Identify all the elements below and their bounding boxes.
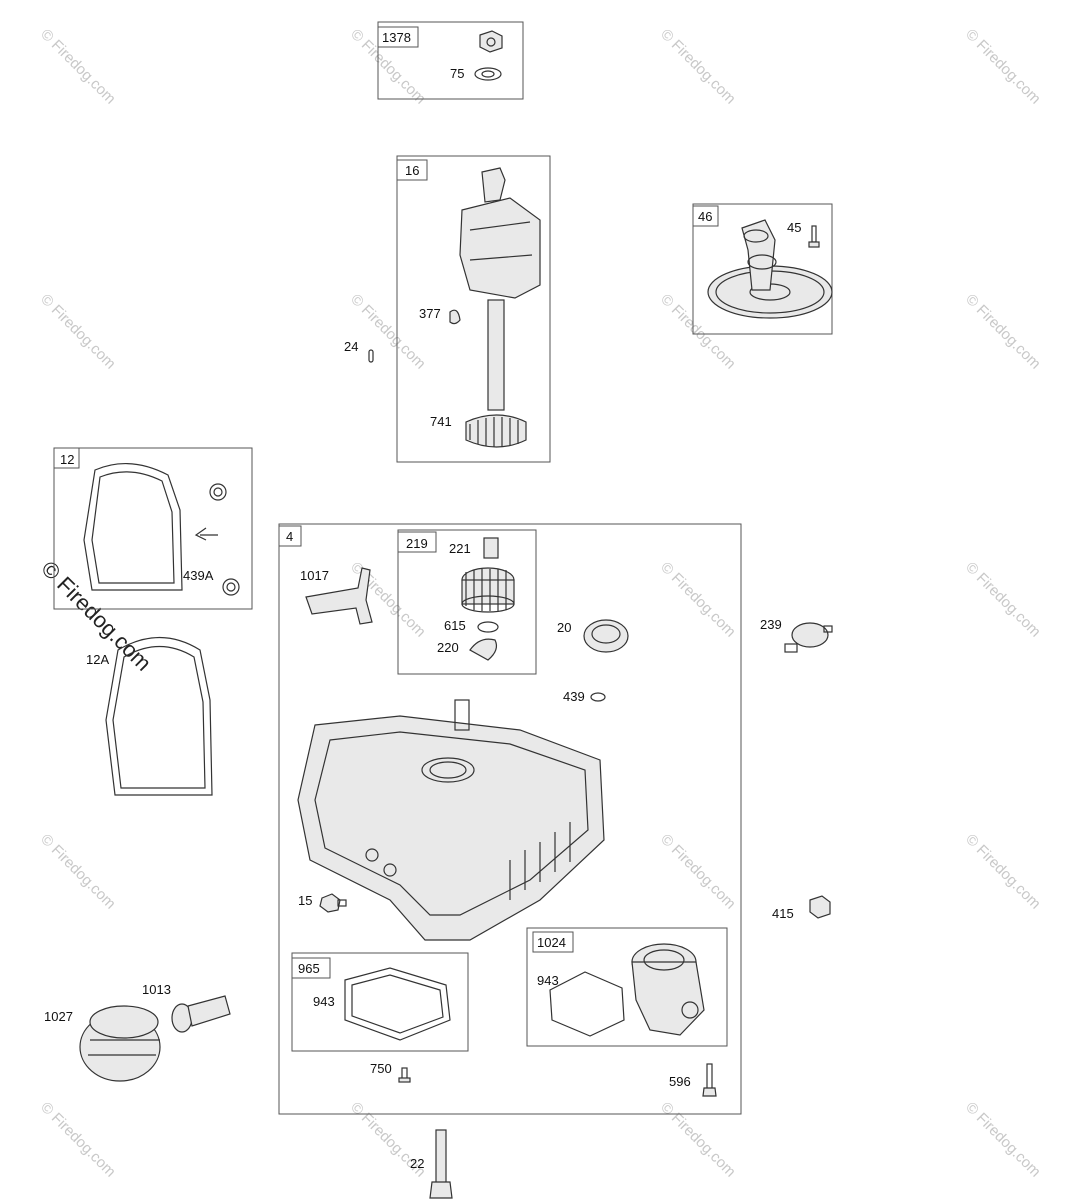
- part-label[interactable]: 75: [450, 66, 464, 81]
- watermark: © Firedog.com: [657, 1099, 739, 1181]
- watermark: © Firedog.com: [657, 559, 739, 641]
- watermark: © Firedog.com: [657, 831, 739, 913]
- group-965[interactable]: 965 943: [291, 952, 469, 1052]
- watermark: © Firedog.com: [962, 291, 1044, 373]
- watermark: © Firedog.com: [37, 26, 119, 108]
- group-1378[interactable]: 1378 75: [377, 21, 524, 100]
- oil-filter-icon: [79, 1005, 161, 1082]
- part-label[interactable]: 221: [449, 541, 471, 556]
- part-label[interactable]: 750: [370, 1061, 392, 1076]
- group-16[interactable]: 16 377 741: [396, 155, 551, 463]
- group-label: 219: [406, 536, 428, 551]
- watermark: © Firedog.com: [962, 831, 1044, 913]
- seal-icon: [209, 483, 227, 501]
- group-label: 12: [60, 452, 74, 467]
- part-label[interactable]: 415: [772, 906, 794, 921]
- group-label: 46: [698, 209, 712, 224]
- governor-gear-icon: [461, 567, 515, 613]
- part-24[interactable]: 24: [344, 339, 374, 363]
- part-239[interactable]: 239: [760, 617, 833, 653]
- part-label[interactable]: 15: [298, 893, 312, 908]
- camshaft-gear-icon: [707, 219, 833, 319]
- group-219[interactable]: 219 221 615 220: [397, 529, 537, 675]
- bracket-icon: [305, 567, 373, 625]
- part-1027[interactable]: 1027: [44, 1005, 161, 1082]
- bolt-icon: [808, 225, 820, 248]
- pin-icon: [368, 349, 374, 363]
- part-22[interactable]: 22: [410, 1129, 453, 1199]
- shaft-icon: [483, 537, 499, 559]
- watermark: © Firedog.com: [37, 831, 119, 913]
- seal-icon: [590, 692, 606, 702]
- gasket-icon: [83, 462, 183, 591]
- group-label: 965: [298, 961, 320, 976]
- gasket-icon: [105, 636, 213, 796]
- watermark: © Firedog.com: [962, 559, 1044, 641]
- group-4[interactable]: 4 1017 219 221 615 220 20 439: [278, 523, 742, 1115]
- part-415[interactable]: 415: [772, 895, 831, 921]
- group-12[interactable]: 12 439A: [53, 447, 253, 610]
- part-1013[interactable]: 1013: [142, 982, 231, 1033]
- part-label[interactable]: 22: [410, 1156, 424, 1171]
- crankshaft-icon: [459, 167, 541, 448]
- part-label[interactable]: 615: [444, 618, 466, 633]
- part-12A[interactable]: 12A: [86, 636, 213, 796]
- part-label[interactable]: 943: [537, 973, 559, 988]
- screw-icon: [398, 1067, 411, 1083]
- group-label: 16: [405, 163, 419, 178]
- part-label[interactable]: 24: [344, 339, 358, 354]
- washer-icon: [474, 67, 502, 81]
- sump-housing-icon: [297, 699, 605, 941]
- group-label: 4: [286, 529, 293, 544]
- bolt-icon: [319, 893, 347, 913]
- dipstick-tube-icon: [429, 1129, 453, 1199]
- part-label[interactable]: 45: [787, 220, 801, 235]
- nut-icon: [479, 30, 503, 53]
- part-label[interactable]: 239: [760, 617, 782, 632]
- governor-cup-icon: [469, 638, 498, 661]
- oil-seal-icon: [583, 619, 629, 653]
- part-label[interactable]: 220: [437, 640, 459, 655]
- part-label[interactable]: 377: [419, 306, 441, 321]
- part-label[interactable]: 439A: [183, 568, 214, 583]
- part-label[interactable]: 12A: [86, 652, 109, 667]
- watermark: © Firedog.com: [37, 291, 119, 373]
- pump-gasket-icon: [549, 971, 625, 1037]
- part-label[interactable]: 741: [430, 414, 452, 429]
- long-bolt-icon: [702, 1063, 717, 1097]
- washer-icon: [477, 621, 499, 633]
- watermark: © Firedog.com: [347, 291, 429, 373]
- part-label[interactable]: 20: [557, 620, 571, 635]
- seal-icon: [222, 578, 240, 596]
- group-1024[interactable]: 1024 943: [526, 927, 728, 1047]
- part-label[interactable]: 596: [669, 1074, 691, 1089]
- group-label: 1024: [537, 935, 566, 950]
- watermark: © Firedog.com: [962, 1099, 1044, 1181]
- woodruff-key-icon: [449, 309, 461, 325]
- adapter-icon: [171, 995, 231, 1033]
- oil-pressure-switch-icon: [784, 622, 833, 653]
- cover-gasket-icon: [344, 967, 451, 1041]
- watermark: © Firedog.com: [962, 26, 1044, 108]
- watermark: © Firedog.com: [37, 1099, 119, 1181]
- watermark: © Firedog.com: [657, 26, 739, 108]
- part-label[interactable]: 943: [313, 994, 335, 1009]
- part-label[interactable]: 1017: [300, 568, 329, 583]
- part-label[interactable]: 1013: [142, 982, 171, 997]
- group-46[interactable]: 46 45: [692, 203, 833, 335]
- part-label[interactable]: 1027: [44, 1009, 73, 1024]
- part-label[interactable]: 439: [563, 689, 585, 704]
- plug-icon: [809, 895, 831, 919]
- oil-pump-icon: [631, 943, 705, 1036]
- group-label: 1378: [382, 30, 411, 45]
